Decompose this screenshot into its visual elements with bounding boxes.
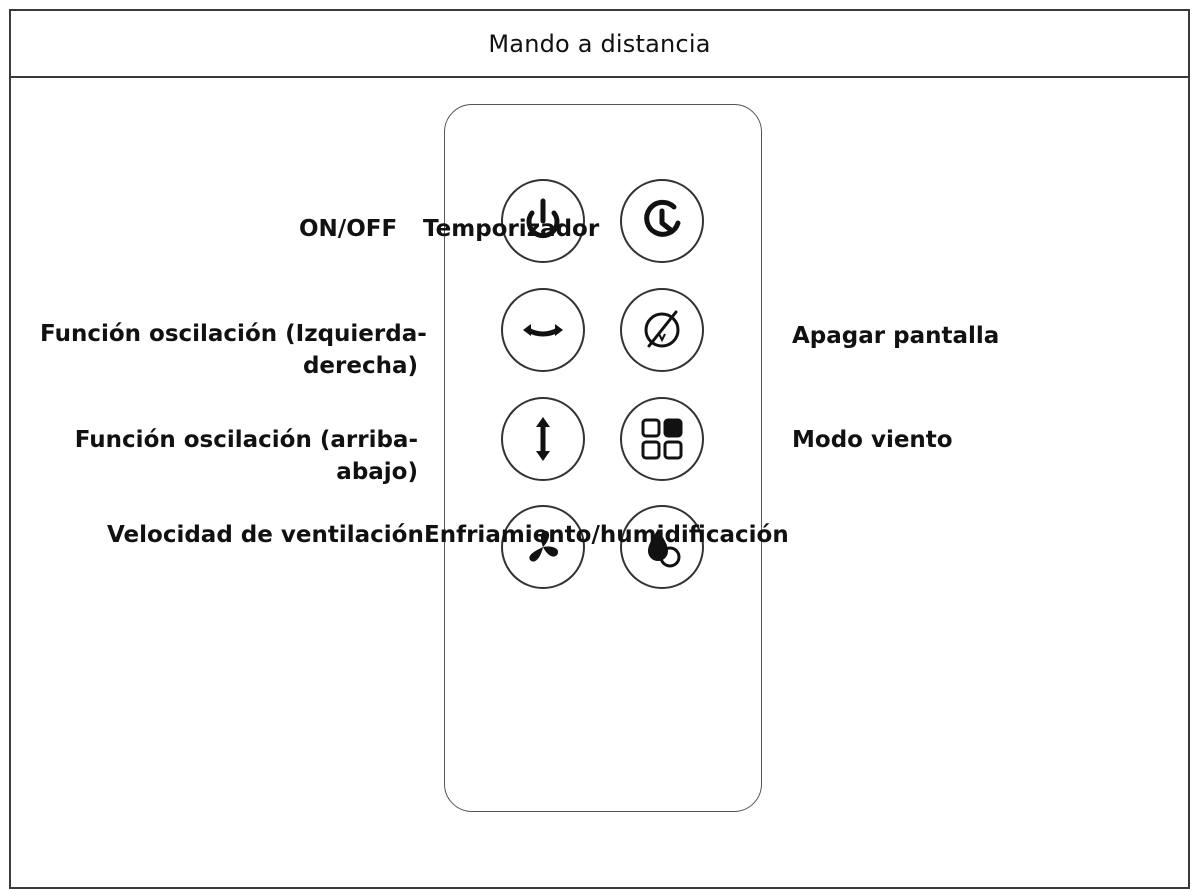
swing-vertical-icon	[536, 417, 550, 461]
label-swing-vertical: Función oscilación (arriba- abajo)	[40, 424, 418, 488]
display-off-button[interactable]	[620, 288, 704, 372]
label-display-off: Apagar pantalla	[792, 323, 1000, 349]
wind-mode-button[interactable]	[620, 397, 704, 481]
wind-mode-icon	[641, 418, 683, 460]
label-swing-vertical-line1: Función oscilación (arriba-	[74, 427, 418, 453]
swing-vertical-button[interactable]	[501, 397, 585, 481]
timer-icon	[644, 199, 681, 237]
label-fan-speed: Velocidad de ventilación	[107, 522, 424, 548]
label-on-off: ON/OFF	[299, 216, 398, 242]
remote-control-body	[444, 104, 762, 812]
timer-button[interactable]	[620, 179, 704, 263]
fan-icon	[529, 530, 559, 562]
display-off-icon	[644, 310, 680, 348]
label-wind-mode: Modo viento	[792, 427, 953, 453]
label-timer: Temporizador	[423, 216, 600, 242]
power-button[interactable]	[501, 179, 585, 263]
power-icon	[526, 198, 560, 239]
swing-horizontal-button[interactable]	[501, 288, 585, 372]
label-swing-horizontal-line1: Función oscilación (Izquierda-	[40, 321, 427, 347]
water-drops-icon	[648, 529, 681, 568]
label-swing-vertical-line2: abajo)	[336, 459, 418, 485]
label-swing-horizontal: Función oscilación (Izquierda- derecha)	[40, 318, 427, 382]
header: Mando a distancia	[11, 11, 1188, 78]
swing-horizontal-icon	[523, 324, 563, 337]
label-cool-humidify: Enfriamiento/humidificación	[424, 522, 789, 548]
page-title: Mando a distancia	[488, 29, 711, 58]
label-swing-horizontal-line2: derecha)	[302, 353, 418, 379]
cool-humidify-button[interactable]	[620, 505, 704, 589]
fan-speed-button[interactable]	[501, 505, 585, 589]
